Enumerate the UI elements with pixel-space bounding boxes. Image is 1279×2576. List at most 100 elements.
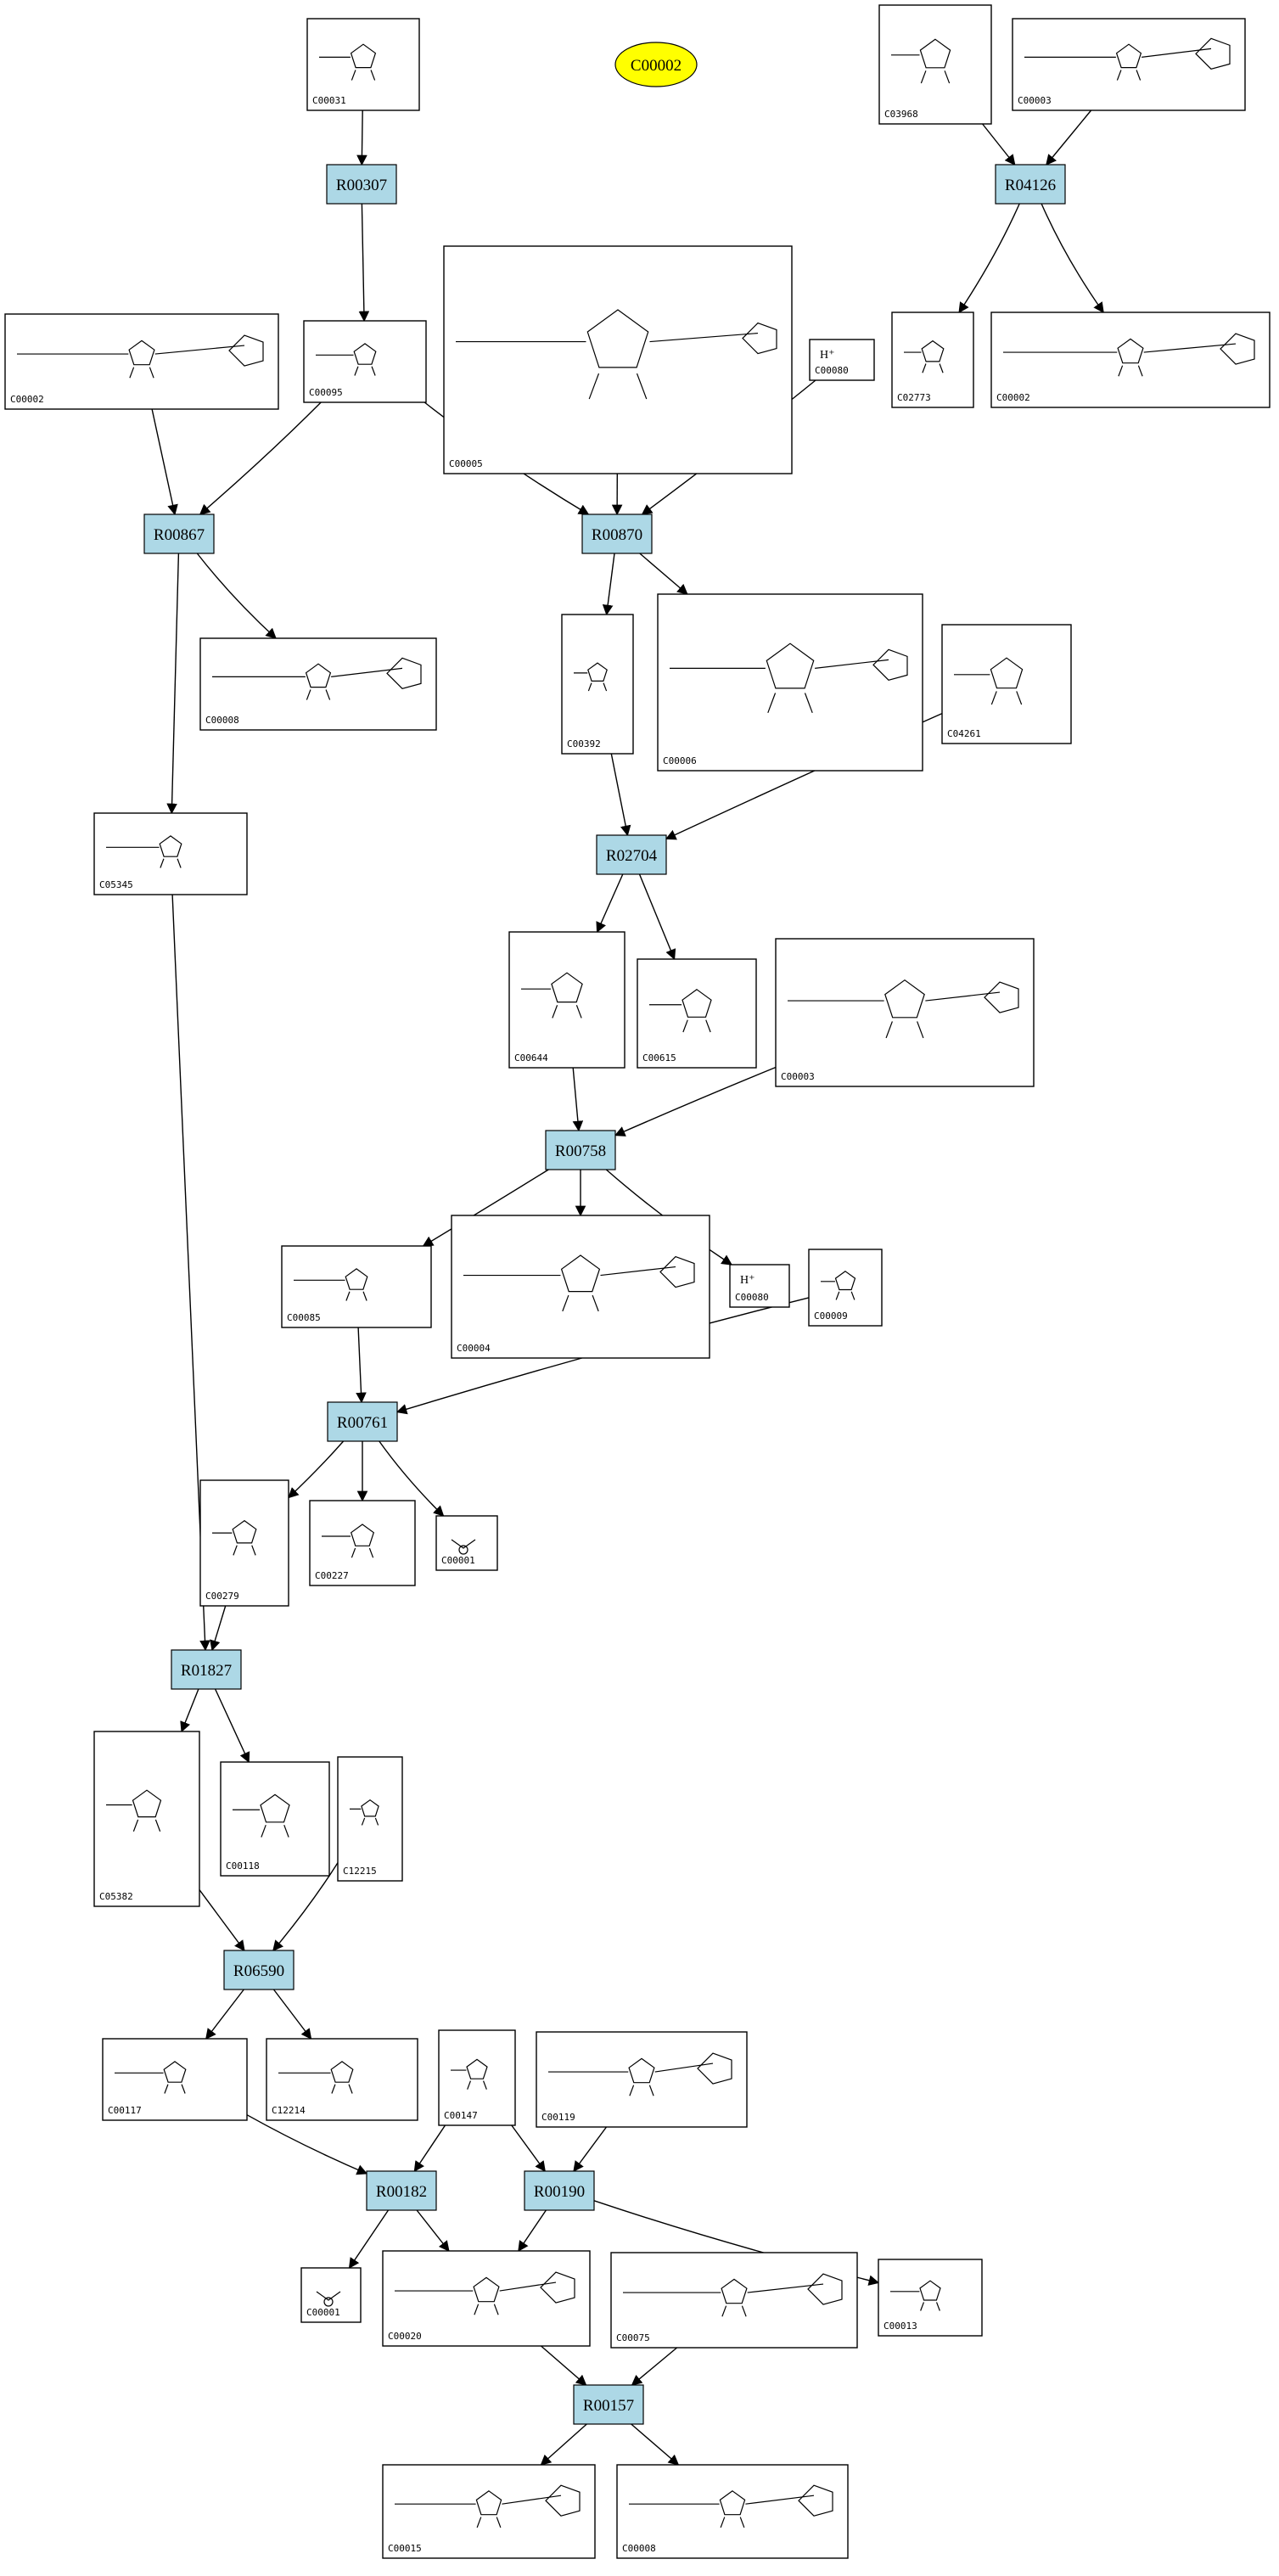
compound-box[interactable] bbox=[93, 812, 248, 895]
compound-node-C00002[interactable]: C00002 bbox=[4, 313, 279, 410]
edge-C00095-R00867 bbox=[199, 401, 322, 515]
reaction-node-R00190[interactable]: R00190 bbox=[524, 2170, 595, 2211]
compound-node-C00644[interactable]: C00644 bbox=[508, 931, 625, 1069]
compound-box[interactable] bbox=[878, 4, 992, 125]
compound-node-C00085[interactable]: C00085 bbox=[281, 1245, 432, 1328]
compound-node-C12214[interactable]: C12214 bbox=[266, 2038, 418, 2121]
compound-box[interactable] bbox=[435, 1515, 498, 1571]
compound-node-C00227[interactable]: C00227 bbox=[309, 1500, 416, 1586]
reaction-node-R01827[interactable]: R01827 bbox=[171, 1649, 242, 1690]
compound-node-C00147[interactable]: C00147 bbox=[438, 2029, 516, 2126]
reaction-node-R00761[interactable]: R00761 bbox=[327, 1401, 398, 1442]
compound-box[interactable] bbox=[281, 1245, 432, 1328]
compound-box[interactable] bbox=[809, 339, 875, 381]
focus-compound-node[interactable]: C00002 bbox=[614, 42, 698, 87]
reaction-box[interactable] bbox=[223, 1950, 295, 1990]
compound-node-C02773[interactable]: C02773 bbox=[891, 311, 974, 408]
compound-box[interactable] bbox=[637, 958, 757, 1069]
compound-node-C00001[interactable]: C00001 bbox=[435, 1515, 498, 1571]
compound-node-C00008[interactable]: C00008 bbox=[199, 637, 437, 731]
compound-node-C00118[interactable]: C00118 bbox=[220, 1761, 330, 1877]
reaction-node-R00870[interactable]: R00870 bbox=[581, 514, 653, 554]
compound-box[interactable] bbox=[382, 2464, 596, 2559]
compound-box[interactable] bbox=[891, 311, 974, 408]
compound-node-C12215[interactable]: C12215 bbox=[337, 1756, 403, 1882]
reaction-box[interactable] bbox=[573, 2384, 644, 2425]
compound-node-C04261[interactable]: C04261 bbox=[941, 624, 1072, 744]
compound-box[interactable] bbox=[220, 1761, 330, 1877]
compound-node-C03968[interactable]: C03968 bbox=[878, 4, 992, 125]
compound-box[interactable] bbox=[451, 1215, 710, 1359]
compound-node-C00003[interactable]: C00003 bbox=[775, 938, 1035, 1087]
compound-node-C05382[interactable]: C05382 bbox=[93, 1731, 200, 1907]
compound-node-C00020[interactable]: C00020 bbox=[382, 2250, 591, 2347]
compound-node-C00075[interactable]: C00075 bbox=[610, 2252, 858, 2349]
compound-box[interactable] bbox=[878, 2259, 983, 2337]
reaction-box[interactable] bbox=[171, 1649, 242, 1690]
compound-node-C00119[interactable]: C00119 bbox=[536, 2031, 748, 2128]
compound-node-C00001[interactable]: C00001 bbox=[300, 2267, 362, 2323]
compound-node-C00031[interactable]: C00031 bbox=[306, 18, 420, 111]
compound-box[interactable] bbox=[508, 931, 625, 1069]
compound-box[interactable] bbox=[443, 245, 793, 474]
compound-node-C00080[interactable]: H⁺C00080 bbox=[809, 339, 875, 381]
compound-node-C00005[interactable]: C00005 bbox=[443, 245, 793, 474]
reaction-node-R00867[interactable]: R00867 bbox=[143, 514, 215, 554]
compound-node-C00080[interactable]: H⁺C00080 bbox=[729, 1264, 790, 1308]
compound-box[interactable] bbox=[561, 614, 634, 755]
compound-box[interactable] bbox=[309, 1500, 416, 1586]
reaction-node-R02704[interactable]: R02704 bbox=[596, 834, 667, 875]
compound-box[interactable] bbox=[438, 2029, 516, 2126]
compound-node-C00615[interactable]: C00615 bbox=[637, 958, 757, 1069]
compound-node-C00392[interactable]: C00392 bbox=[561, 614, 634, 755]
compound-box[interactable] bbox=[102, 2038, 248, 2121]
compound-node-C00003[interactable]: C00003 bbox=[1012, 18, 1246, 111]
edge-R02704-C00644 bbox=[596, 873, 624, 934]
compound-node-C00015[interactable]: C00015 bbox=[382, 2464, 596, 2559]
reaction-node-R00758[interactable]: R00758 bbox=[545, 1130, 616, 1170]
compound-box[interactable] bbox=[808, 1249, 883, 1327]
reaction-box[interactable] bbox=[581, 514, 653, 554]
compound-box[interactable] bbox=[775, 938, 1035, 1087]
compound-node-C00002[interactable]: C00002 bbox=[990, 311, 1271, 408]
compound-node-C00117[interactable]: C00117 bbox=[102, 2038, 248, 2121]
reaction-box[interactable] bbox=[326, 164, 397, 205]
compound-box[interactable] bbox=[337, 1756, 403, 1882]
reaction-node-R06590[interactable]: R06590 bbox=[223, 1950, 295, 1990]
compound-node-C00009[interactable]: C00009 bbox=[808, 1249, 883, 1327]
reaction-box[interactable] bbox=[995, 164, 1066, 205]
reaction-node-R04126[interactable]: R04126 bbox=[995, 164, 1066, 205]
compound-box[interactable] bbox=[303, 320, 427, 403]
reaction-node-R00307[interactable]: R00307 bbox=[326, 164, 397, 205]
compound-box[interactable] bbox=[729, 1264, 790, 1308]
compound-box[interactable] bbox=[990, 311, 1271, 408]
compound-node-C00013[interactable]: C00013 bbox=[878, 2259, 983, 2337]
compound-node-C00008[interactable]: C00008 bbox=[616, 2464, 849, 2559]
reaction-box[interactable] bbox=[143, 514, 215, 554]
compound-node-C00006[interactable]: C00006 bbox=[657, 593, 923, 772]
compound-box[interactable] bbox=[657, 593, 923, 772]
compound-node-C05345[interactable]: C05345 bbox=[93, 812, 248, 895]
reaction-node-R00182[interactable]: R00182 bbox=[366, 2170, 437, 2211]
reaction-box[interactable] bbox=[545, 1130, 616, 1170]
focus-compound-shape[interactable] bbox=[614, 42, 698, 87]
compound-box[interactable] bbox=[266, 2038, 418, 2121]
reaction-box[interactable] bbox=[366, 2170, 437, 2211]
reaction-box[interactable] bbox=[524, 2170, 595, 2211]
compound-node-C00279[interactable]: C00279 bbox=[199, 1479, 289, 1607]
compound-box[interactable] bbox=[941, 624, 1072, 744]
compound-box[interactable] bbox=[300, 2267, 362, 2323]
compound-box[interactable] bbox=[610, 2252, 858, 2349]
compound-box[interactable] bbox=[536, 2031, 748, 2128]
compound-box[interactable] bbox=[199, 637, 437, 731]
compound-box[interactable] bbox=[382, 2250, 591, 2347]
compound-node-C00004[interactable]: C00004 bbox=[451, 1215, 710, 1359]
compound-box[interactable] bbox=[93, 1731, 200, 1907]
compound-node-C00095[interactable]: C00095 bbox=[303, 320, 427, 403]
reaction-node-R00157[interactable]: R00157 bbox=[573, 2384, 644, 2425]
compound-box[interactable] bbox=[306, 18, 420, 111]
compound-box[interactable] bbox=[4, 313, 279, 410]
reaction-box[interactable] bbox=[327, 1401, 398, 1442]
reaction-box[interactable] bbox=[596, 834, 667, 875]
edge-C00117-R00182 bbox=[246, 2114, 368, 2175]
